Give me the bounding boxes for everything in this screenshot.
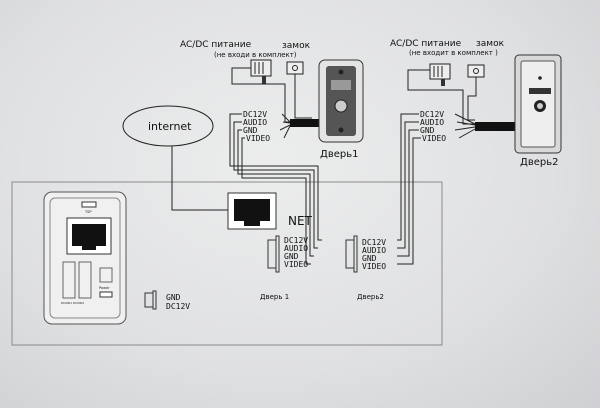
door1-power-note: (не входи в комплект) (214, 51, 297, 59)
door2-power-wire (407, 69, 475, 125)
door1-wire-labels: DC12V AUDIO GND VIDEO (243, 110, 270, 143)
door2-power-adapter-icon (429, 63, 451, 86)
door2-connector: DC12V AUDIO GND VIDEO (345, 235, 386, 273)
door2-conn-dc12v: DC12V (362, 238, 386, 247)
monitor-panel-outline (11, 181, 443, 346)
door2-wire-dc12v: DC12V (420, 110, 444, 119)
door2-power-label: AC/DC питание (390, 39, 462, 49)
door1-connector-label: Дверь 1 (260, 293, 289, 301)
door1-conn-gnd: GND (284, 252, 299, 261)
network-cable (171, 146, 230, 211)
net-jack (227, 192, 277, 230)
door1-lock-icon (286, 61, 304, 75)
power-conn-dc12v: DC12V (166, 302, 190, 311)
door2-conn-gnd: GND (362, 254, 377, 263)
power-conn-gnd: GND (166, 293, 181, 302)
door2-label: Дверь2 (520, 157, 558, 168)
door2-wire-gnd: GND (420, 126, 435, 135)
internet-cloud (122, 105, 214, 147)
door1-wires (229, 113, 322, 265)
door1-lock-label: замок (282, 41, 311, 51)
door2-conn-video: VIDEO (362, 262, 386, 271)
door2-lock-label: замок (476, 39, 505, 49)
door1-label: Дверь1 (320, 149, 358, 160)
door1-wire-video: VIDEO (246, 134, 270, 143)
tsp-label: TSP (84, 210, 91, 214)
power-port-label: Power (99, 286, 110, 290)
door2-wire-video: VIDEO (422, 134, 446, 143)
door2-wire-audio: AUDIO (420, 118, 444, 127)
door1-port (62, 261, 76, 299)
door1-outdoor-unit (318, 59, 364, 143)
door1-power-wire (231, 67, 310, 123)
door1-lock-wire (294, 74, 312, 119)
door2-power-note: (не входит в комплект ) (409, 49, 498, 57)
door2-wire-labels: DC12V AUDIO GND VIDEO (420, 110, 446, 143)
power-port (99, 267, 113, 283)
power-connector: GND DC12V (144, 290, 190, 311)
door1-wire-audio: AUDIO (243, 118, 267, 127)
door1-wire-dc12v: DC12V (243, 110, 267, 119)
door1-power-adapter-icon (250, 59, 272, 84)
door2-connector-label: Дверь2 (357, 293, 384, 301)
door2-lock-icon (467, 64, 485, 78)
door1-connector: DC12V AUDIO GND VIDEO (267, 235, 308, 273)
door2-port (78, 261, 92, 299)
internet-label: internet (148, 120, 192, 133)
door2-wires (397, 113, 476, 265)
door1-power-label: AC/DC питание (180, 40, 252, 50)
door2-conn-audio: AUDIO (362, 246, 386, 255)
door1-conn-audio: AUDIO (284, 244, 308, 253)
door1-cable (290, 119, 322, 127)
door1-conn-dc12v: DC12V (284, 236, 308, 245)
door2-lock-wire (467, 77, 477, 121)
door1-wire-gnd: GND (243, 126, 258, 135)
door2-cable (475, 122, 517, 131)
door2-outdoor-unit (514, 54, 562, 154)
door-ports-label: DOOR1 DOOR2 (61, 301, 84, 305)
net-label: NET (288, 214, 313, 228)
door1-conn-video: VIDEO (284, 260, 308, 269)
monitor-back-panel: TSP Power DOOR1 DOOR2 (43, 191, 127, 325)
